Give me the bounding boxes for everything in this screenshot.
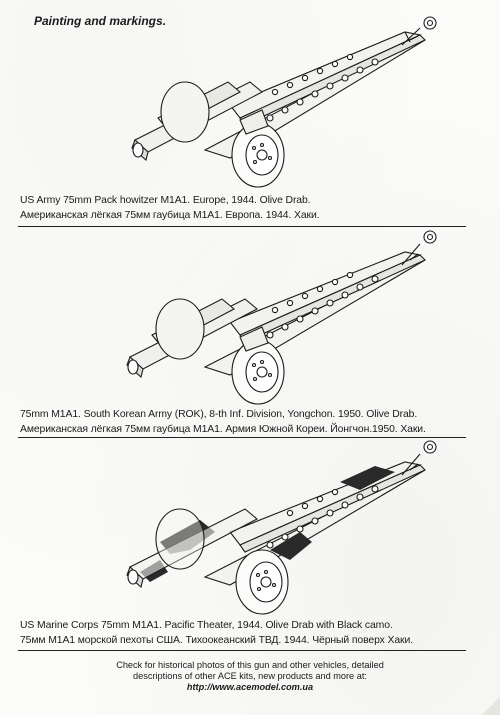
caption-1-en: US Army 75mm Pack howitzer M1A1. Europe,… xyxy=(20,195,311,206)
page-title: Painting and markings. xyxy=(34,14,167,28)
trail-lightening-holes xyxy=(266,271,379,339)
caption-2-ru: Американская лёгкая 75мм гаубица M1A1. А… xyxy=(20,424,426,435)
divider-3 xyxy=(18,650,466,651)
caption-3-ru: 75мм M1A1 морской пехоты США. Тихоокеанс… xyxy=(20,635,413,646)
trail-lightening-holes xyxy=(266,485,379,549)
footer-line-2: descriptions of other ACE kits, new prod… xyxy=(133,671,367,681)
caption-2-en: 75mm M1A1. South Korean Army (ROK), 8-th… xyxy=(20,409,418,420)
footer: Check for historical photos of this gun … xyxy=(0,660,500,693)
divider-2 xyxy=(18,437,466,438)
caption-3-en: US Marine Corps 75mm M1A1. Pacific Theat… xyxy=(20,620,393,631)
footer-line-1: Check for historical photos of this gun … xyxy=(116,660,384,670)
caption-1-ru: Американская лёгкая 75мм гаубица M1A1. Е… xyxy=(20,210,320,221)
howitzer-illustration-3 xyxy=(126,440,437,615)
howitzer-illustration-2 xyxy=(126,230,437,405)
howitzer-illustration-1 xyxy=(131,16,437,188)
website-link[interactable]: http://www.acemodel.com.ua xyxy=(186,682,314,692)
trail-lightening-holes xyxy=(266,53,379,122)
divider-1 xyxy=(18,226,466,227)
page-corner xyxy=(482,697,500,715)
